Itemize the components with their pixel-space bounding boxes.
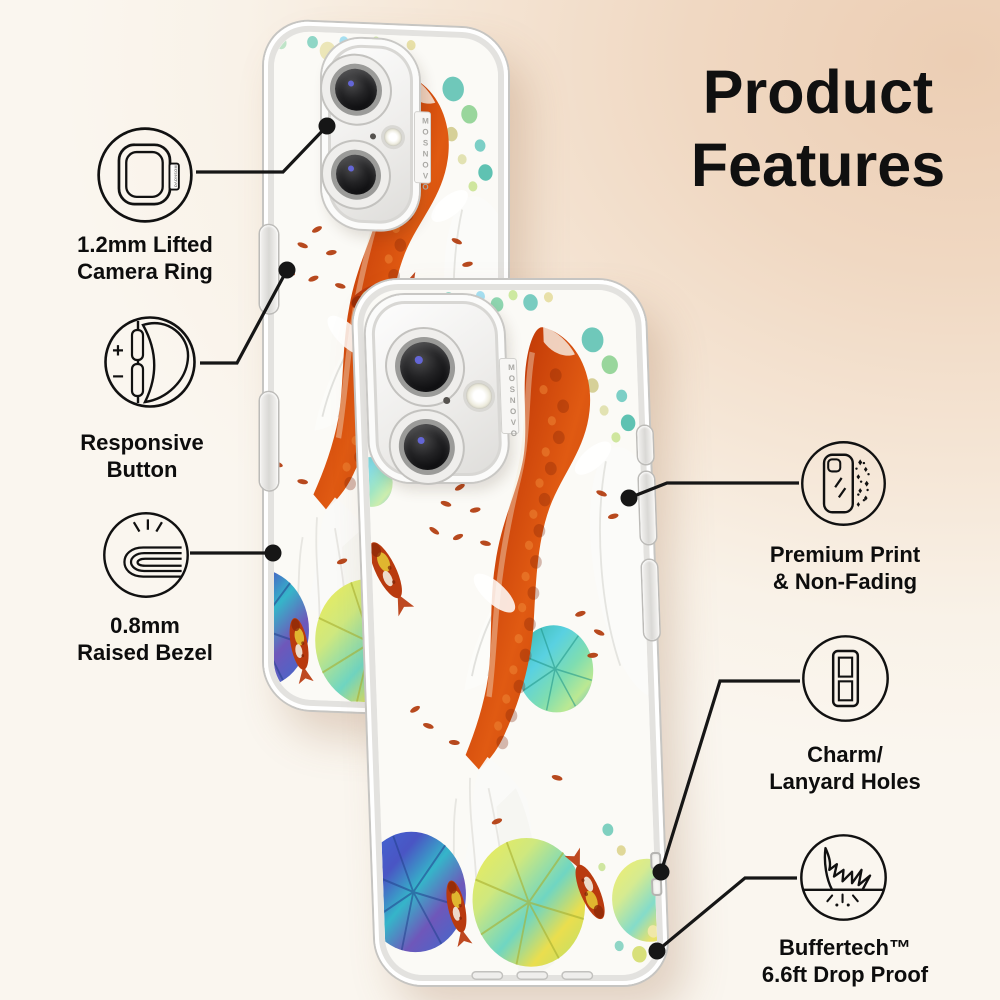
- minus-glyph: −: [112, 366, 124, 388]
- lanyard-hole: [650, 878, 663, 896]
- speaker-cutout: [561, 971, 594, 980]
- mic-dot: [443, 397, 451, 404]
- page-title-line1: Product: [702, 58, 934, 126]
- raised-bezel-icon: [101, 510, 191, 600]
- plus-glyph: +: [112, 340, 124, 362]
- port-cutout: [516, 971, 549, 980]
- camera-lens-icon: [403, 424, 451, 470]
- lanyard-holes-icon: [800, 633, 891, 724]
- brand-logo-tab: MOSNOVO: [498, 358, 520, 440]
- camera-lens-icon: [336, 153, 376, 196]
- camera-ring-icon: MOSNOVO: [95, 125, 195, 225]
- phone-case-front-view: MOSNOVO: [352, 280, 669, 985]
- feature-label-responsive-button: Responsive Button: [80, 430, 204, 482]
- flash-icon: [465, 383, 493, 409]
- premium-print-icon: [799, 439, 888, 528]
- brand-logo-tab: MOSNOVO: [414, 111, 431, 194]
- power-button-cutout: [641, 560, 660, 640]
- camera-lens-icon: [335, 67, 377, 112]
- lanyard-hole: [649, 852, 662, 870]
- page-title-line2: Features: [690, 131, 946, 199]
- feature-label-drop-proof: Buffertech™ 6.6ft Drop Proof: [761, 935, 929, 987]
- speaker-cutout: [471, 971, 504, 980]
- responsive-button-icon: + −: [102, 314, 198, 410]
- feature-label-premium-print: Premium Print & Non-Fading: [769, 542, 921, 594]
- flash-icon: [384, 127, 402, 147]
- drop-proof-icon: [798, 832, 889, 923]
- camera-lens-icon: [399, 342, 451, 392]
- action-button-cutout: [260, 224, 278, 314]
- volume-button-cutout: [260, 391, 278, 491]
- mic-dot: [370, 133, 376, 140]
- feature-label-raised-bezel: 0.8mm Raised Bezel: [77, 613, 213, 665]
- camera-module-front: [364, 295, 510, 482]
- camera-module-back: [322, 37, 419, 232]
- side-button-cutout: [637, 426, 654, 464]
- side-button-cutout: [638, 472, 657, 544]
- page-title: Product Features: [626, 56, 1000, 202]
- brand-logo-micro: MOSNOVO: [174, 166, 178, 188]
- feature-label-camera-ring: 1.2mm Lifted Camera Ring: [77, 232, 213, 284]
- feature-label-lanyard-holes: Charm/ Lanyard Holes: [769, 742, 921, 794]
